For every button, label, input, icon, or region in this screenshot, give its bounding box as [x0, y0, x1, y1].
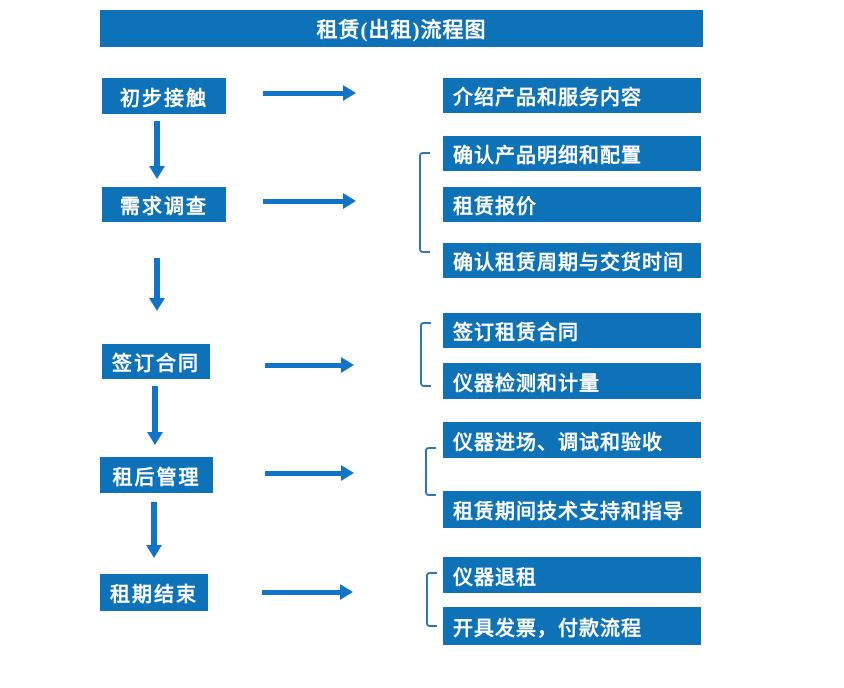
down-arrow-icon-2 — [149, 258, 165, 311]
group-bracket-sign-contract — [420, 322, 431, 387]
right-arrow-icon-5 — [262, 584, 353, 600]
stage-box-sign-contract: 签订合同 — [102, 344, 210, 379]
output-box-instrument-testing: 仪器检测和计量 — [443, 363, 701, 399]
output-box-confirm-product-details: 确认产品明细和配置 — [443, 136, 701, 171]
output-box-introduce-products: 介绍产品和服务内容 — [443, 78, 701, 113]
right-arrow-icon-4 — [265, 465, 354, 481]
stage-box-initial-contact: 初步接触 — [102, 78, 226, 114]
output-box-confirm-rental-period: 确认租赁周期与交货时间 — [443, 243, 701, 278]
group-bracket-post-rental — [425, 447, 436, 496]
down-arrow-icon-3 — [147, 386, 163, 445]
stage-box-rental-end: 租期结束 — [100, 574, 208, 611]
output-box-instrument-entry-acceptance: 仪器进场、调试和验收 — [443, 422, 701, 458]
right-arrow-icon-2 — [263, 193, 356, 209]
right-arrow-icon-3 — [265, 357, 354, 373]
down-arrow-icon-4 — [146, 502, 162, 558]
down-arrow-icon-1 — [149, 121, 165, 179]
diagram-title: 租赁(出租)流程图 — [100, 10, 703, 47]
group-bracket-rental-end — [426, 572, 437, 627]
right-arrow-icon-1 — [263, 85, 356, 101]
stage-box-demand-survey: 需求调查 — [102, 187, 226, 222]
output-box-invoice-payment: 开具发票，付款流程 — [443, 607, 701, 645]
output-box-instrument-return: 仪器退租 — [443, 557, 701, 593]
output-box-sign-rental-contract: 签订租赁合同 — [443, 313, 701, 348]
output-box-rental-quote: 租赁报价 — [443, 187, 701, 222]
output-box-technical-support: 租赁期间技术支持和指导 — [443, 491, 701, 528]
stage-box-post-rental-management: 租后管理 — [100, 457, 213, 493]
group-bracket-demand-survey — [419, 152, 430, 253]
